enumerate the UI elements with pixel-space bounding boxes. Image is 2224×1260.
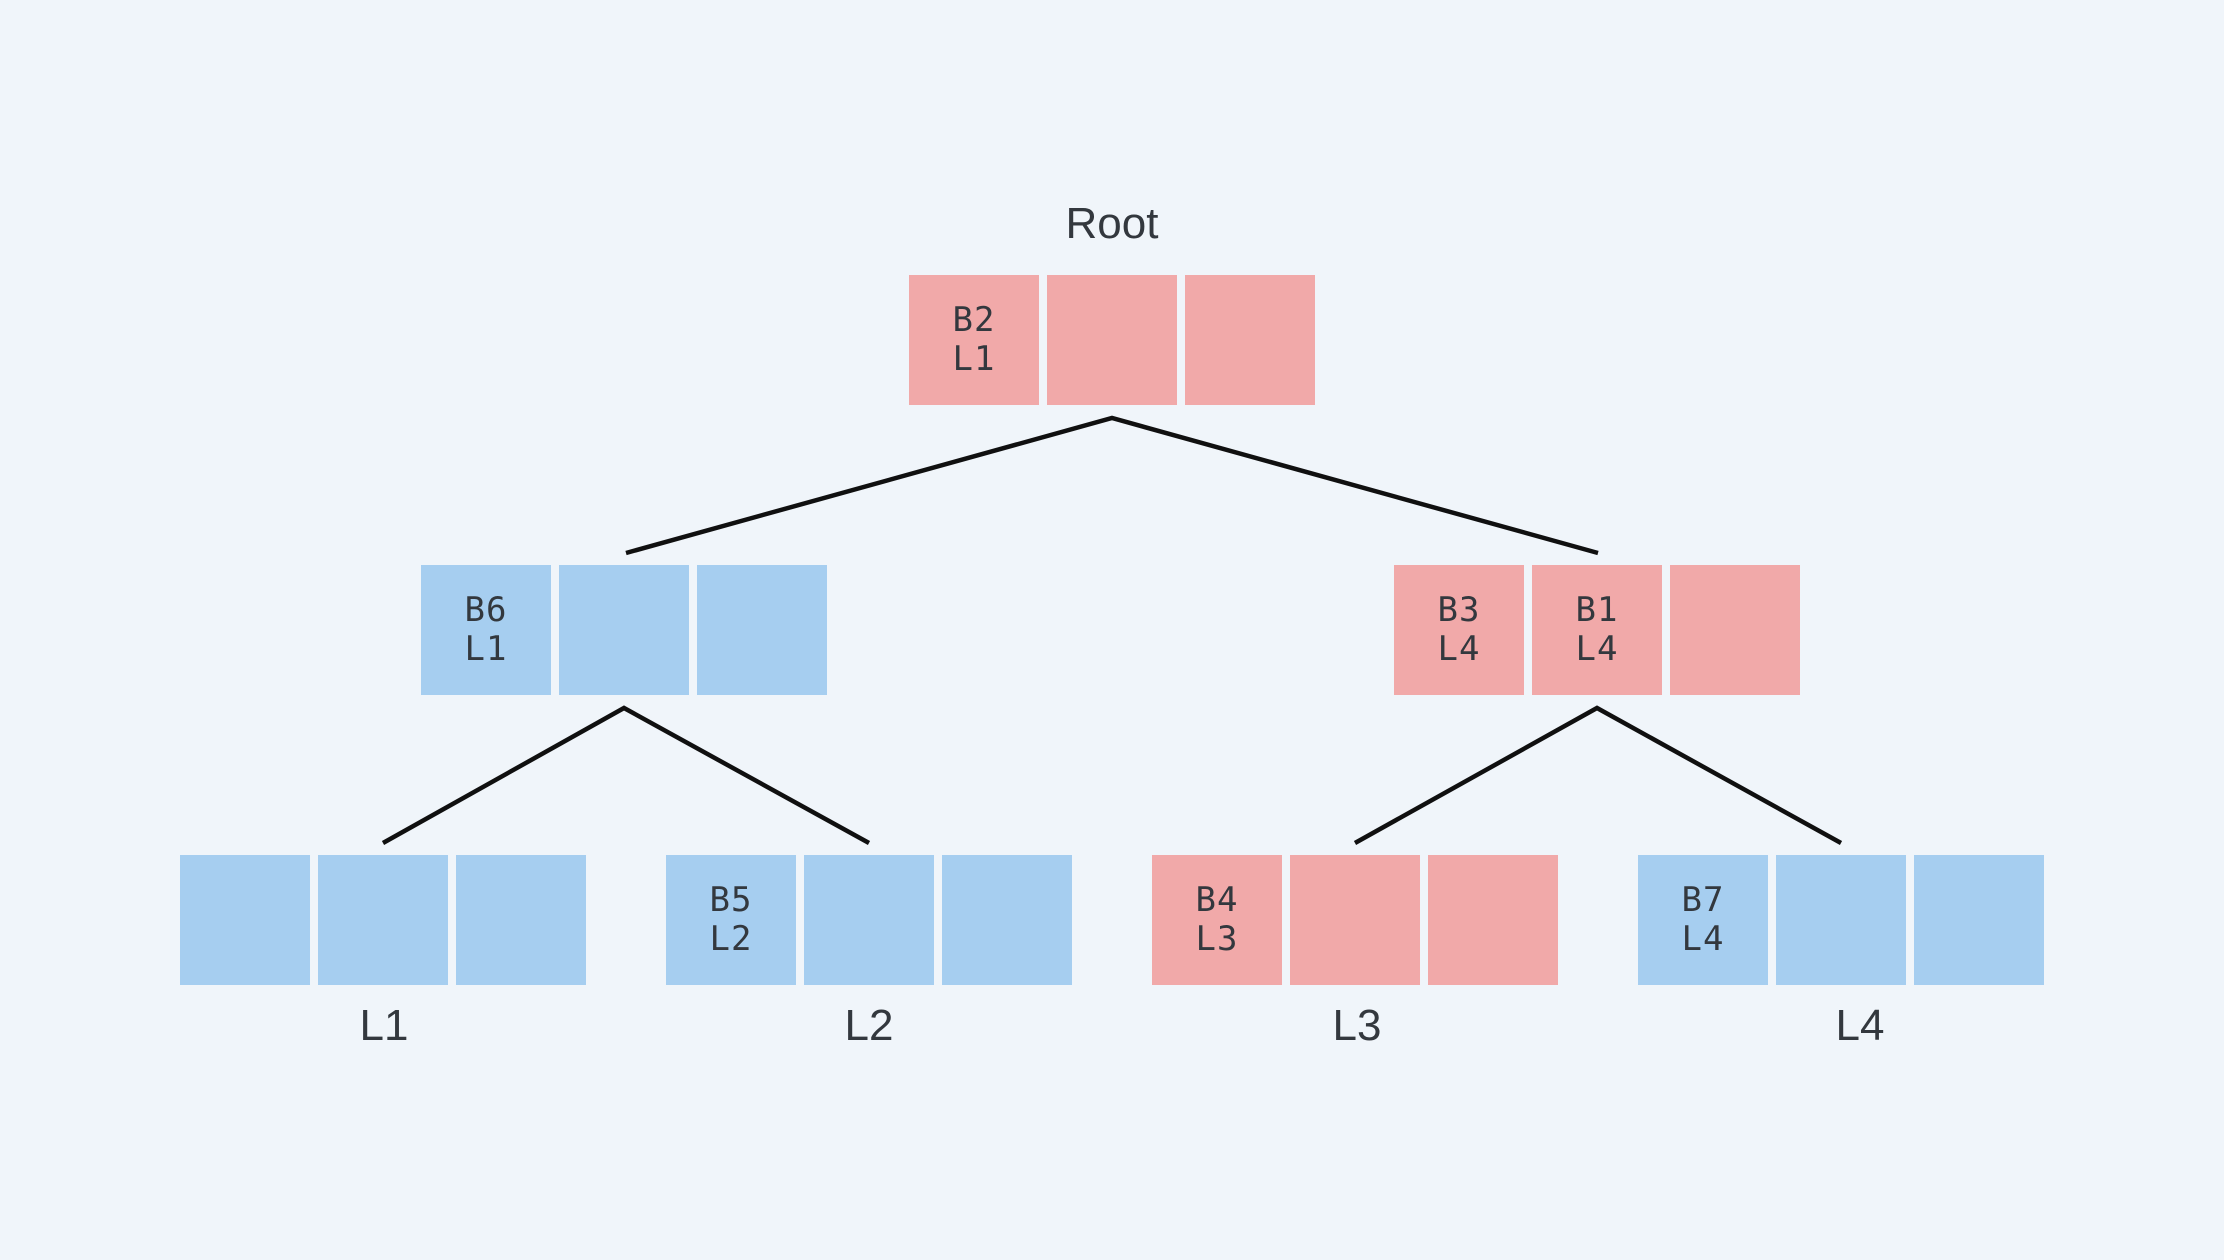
leaf-node-l2: B5 L2 bbox=[666, 855, 1072, 985]
cell-text-bottom: L2 bbox=[709, 919, 753, 959]
cell-text-top: B1 bbox=[1575, 590, 1619, 630]
root-cell-2 bbox=[1185, 275, 1315, 405]
leaf-l4-cell-1 bbox=[1776, 855, 1906, 985]
cell-text-top: B5 bbox=[709, 880, 753, 920]
leaf-l1-cell-1 bbox=[318, 855, 448, 985]
leaf-node-l3: B4 L3 bbox=[1152, 855, 1558, 985]
leaf-l4-cell-0: B7 L4 bbox=[1638, 855, 1768, 985]
connector-left-internal-to-leaves bbox=[381, 705, 871, 845]
cell-text-bottom: L1 bbox=[464, 629, 508, 669]
cell-text-bottom: L1 bbox=[952, 339, 996, 379]
internal-right-node: B3 L4 B1 L4 bbox=[1394, 565, 1800, 695]
internal-right-cell-1: B1 L4 bbox=[1532, 565, 1662, 695]
cell-text-bottom: L4 bbox=[1681, 919, 1725, 959]
internal-left-cell-1 bbox=[559, 565, 689, 695]
cell-text-bottom: L4 bbox=[1575, 629, 1619, 669]
cell-text-top: B7 bbox=[1681, 880, 1725, 920]
leaf-l3-cell-2 bbox=[1428, 855, 1558, 985]
leaf-label-l3: L3 bbox=[1332, 1001, 1382, 1050]
leaf-l3-cell-0: B4 L3 bbox=[1152, 855, 1282, 985]
cell-text-top: B2 bbox=[952, 300, 996, 340]
cell-text-top: B4 bbox=[1195, 880, 1239, 920]
root-label: Root bbox=[1065, 199, 1159, 248]
leaf-label-l1: L1 bbox=[359, 1001, 409, 1050]
leaf-label-l4: L4 bbox=[1835, 1001, 1885, 1050]
internal-left-cell-2 bbox=[697, 565, 827, 695]
leaf-l3-cell-1 bbox=[1290, 855, 1420, 985]
leaf-l2-cell-0: B5 L2 bbox=[666, 855, 796, 985]
connector-right-internal-to-leaves bbox=[1353, 705, 1843, 845]
internal-right-cell-0: B3 L4 bbox=[1394, 565, 1524, 695]
internal-left-cell-0: B6 L1 bbox=[421, 565, 551, 695]
cell-text-bottom: L3 bbox=[1195, 919, 1239, 959]
root-cell-1 bbox=[1047, 275, 1177, 405]
internal-left-node: B6 L1 bbox=[421, 565, 827, 695]
internal-right-cell-2 bbox=[1670, 565, 1800, 695]
cell-text-bottom: L4 bbox=[1437, 629, 1481, 669]
leaf-label-l2: L2 bbox=[844, 1001, 894, 1050]
root-cell-0: B2 L1 bbox=[909, 275, 1039, 405]
leaf-l2-cell-1 bbox=[804, 855, 934, 985]
cell-text-top: B6 bbox=[464, 590, 508, 630]
leaf-l4-cell-2 bbox=[1914, 855, 2044, 985]
cell-text-top: B3 bbox=[1437, 590, 1481, 630]
leaf-node-l1 bbox=[180, 855, 586, 985]
leaf-l1-cell-0 bbox=[180, 855, 310, 985]
connector-root-to-internals bbox=[625, 415, 1599, 556]
leaf-node-l4: B7 L4 bbox=[1638, 855, 2044, 985]
root-node: B2 L1 bbox=[909, 275, 1315, 405]
leaf-l1-cell-2 bbox=[456, 855, 586, 985]
leaf-l2-cell-2 bbox=[942, 855, 1072, 985]
